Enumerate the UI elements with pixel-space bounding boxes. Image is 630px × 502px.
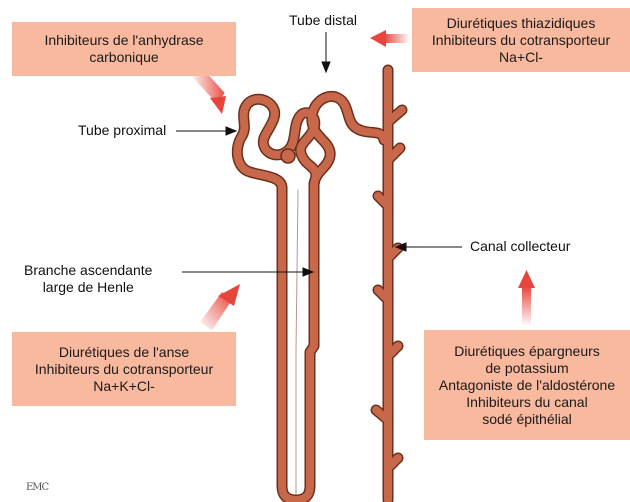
box-potassium-line5: sodé épithélial	[482, 410, 572, 427]
arrow-thiazide	[370, 30, 410, 47]
box-loop-line2: Inhibiteurs du cotransporteur	[34, 360, 214, 377]
drug-arrows	[192, 30, 535, 330]
box-carbonic-line1: Inhibiteurs de l'anhydrase	[44, 32, 204, 48]
box-carbonic-anhydrase: Inhibiteurs de l'anhydrase carbonique	[12, 22, 236, 76]
label-branche-line1: Branche ascendante	[24, 262, 153, 278]
box-thiazide: Diurétiques thiazidiques Inhibiteurs du …	[412, 8, 630, 72]
box-potassium-line4: Inhibiteurs du canal	[466, 393, 588, 410]
arrow-potassium	[518, 270, 535, 326]
box-potassium-sparing: Diurétiques épargneurs de potassium Anta…	[424, 330, 630, 440]
box-potassium-line3: Antagoniste de l'aldostérone	[438, 376, 616, 393]
box-loop-diuretics: Diurétiques de l'anse Inhibiteurs du cot…	[12, 332, 236, 406]
box-thiazide-line3: Na+Cl-	[499, 48, 543, 65]
nephron-tubule	[231, 64, 408, 502]
arrow-loop	[200, 284, 240, 330]
box-thiazide-line2: Inhibiteurs du cotransporteur	[431, 31, 611, 48]
box-loop-line3: Na+K+Cl-	[93, 377, 155, 394]
label-pointers	[176, 32, 462, 277]
label-branche-ascendante: Branche ascendante large de Henle	[24, 262, 152, 296]
box-potassium-line2: de potassium	[485, 359, 569, 376]
emc-logo: EMC	[26, 482, 49, 493]
label-tube-distal: Tube distal	[289, 12, 357, 28]
label-branche-line2: large de Henle	[42, 279, 134, 295]
box-carbonic-line2: carbonique	[89, 49, 159, 65]
box-thiazide-line1: Diurétiques thiazidiques	[446, 14, 596, 31]
label-tube-proximal: Tube proximal	[78, 122, 167, 138]
box-loop-line1: Diurétiques de l'anse	[58, 343, 190, 360]
label-canal-collecteur: Canal collecteur	[470, 238, 571, 254]
box-potassium-line1: Diurétiques épargneurs	[454, 342, 600, 359]
